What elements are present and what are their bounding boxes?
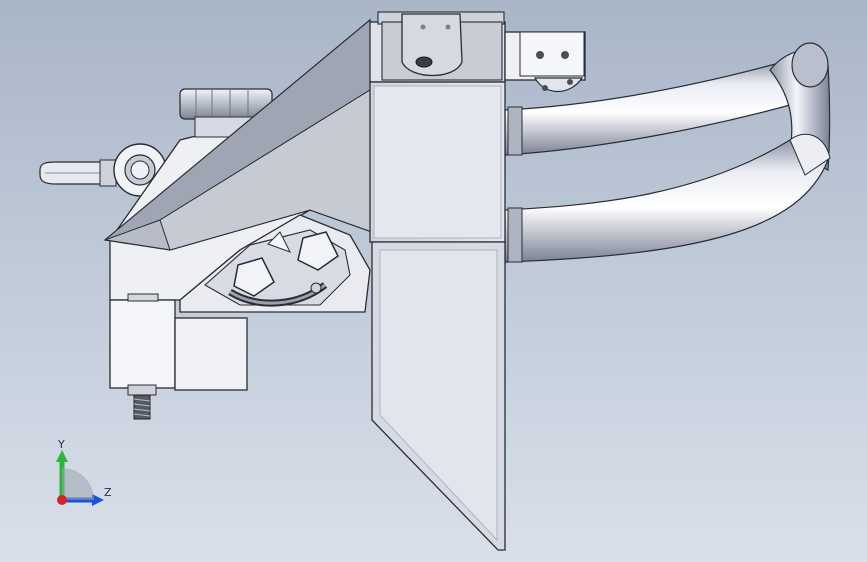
bracket-slot (127, 293, 159, 302)
x-axis-dot (57, 495, 67, 505)
mount-bolt-1 (536, 51, 544, 59)
bracket-side-block (174, 317, 248, 391)
tube-upper-collar (507, 106, 523, 156)
roller-left (233, 257, 275, 297)
tube-top-end-cap (791, 42, 829, 88)
tube-elbow (789, 133, 831, 176)
tube-lower-arm (504, 139, 829, 263)
z-axis-head (92, 494, 104, 506)
y-axis-head (56, 450, 68, 462)
xy-plane-quarter (62, 468, 94, 500)
y-axis-label: Y (57, 438, 65, 451)
axis-triad: Y Z (56, 438, 112, 506)
tube-lower-collar (507, 207, 523, 263)
mount-screw (310, 282, 322, 294)
tube-handle[interactable] (504, 42, 831, 263)
z-axis-label: Z (104, 486, 112, 499)
slanted-cover-plate[interactable] (103, 18, 373, 251)
mount-bolt-2 (561, 51, 569, 59)
hex-nut (127, 384, 157, 396)
motor-housing[interactable] (179, 214, 371, 313)
right-mount-block[interactable] (504, 31, 586, 92)
bracket-lower-block (109, 299, 176, 389)
clamp-hole (415, 56, 433, 68)
main-vertical-plate[interactable] (369, 21, 506, 551)
eye-bolt[interactable] (39, 143, 167, 197)
top-clamp[interactable] (377, 11, 505, 81)
clamp-tab (401, 13, 463, 77)
roller-right (297, 231, 339, 271)
